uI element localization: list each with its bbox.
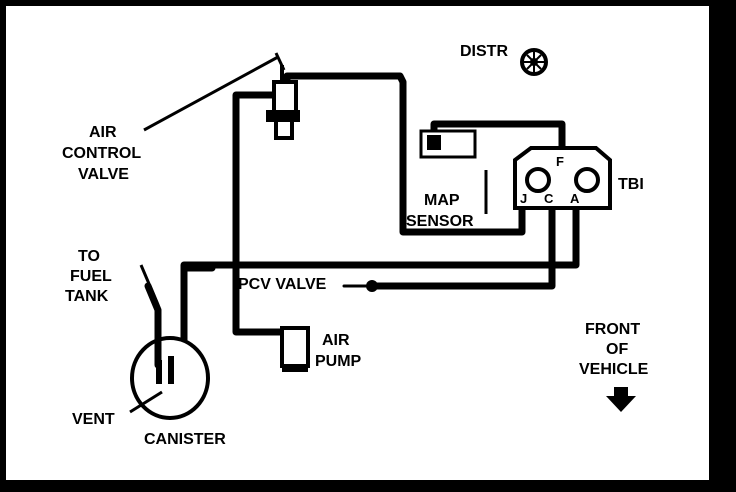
label-map-line2: SENSOR xyxy=(406,213,474,230)
hose-acv-to-air-pump xyxy=(232,91,286,336)
vent-leader xyxy=(129,390,163,414)
label-pcv-valve: PCV VALVE xyxy=(238,276,327,293)
label-canister: CANISTER xyxy=(144,431,226,448)
label-fuel-line2: FUEL xyxy=(70,268,112,285)
tbi-port-a: A xyxy=(570,191,580,206)
label-front-line3: VEHICLE xyxy=(579,361,649,378)
acv-leader xyxy=(143,55,279,132)
hose-tbi-c-to-pcv xyxy=(368,201,556,290)
label-map-line1: MAP xyxy=(424,192,460,209)
label-acv-line2: CONTROL xyxy=(62,145,141,162)
tbi-port-f: F xyxy=(556,154,564,169)
label-acv-line1: AIR xyxy=(89,124,117,141)
front-arrow-icon xyxy=(606,387,636,412)
label-air-pump-line2: PUMP xyxy=(315,353,362,370)
label-fuel-line3: TANK xyxy=(65,288,109,305)
distributor-icon xyxy=(520,48,548,76)
label-front-line2: OF xyxy=(606,341,628,358)
drawing-area xyxy=(6,6,709,480)
map-sensor xyxy=(419,129,477,159)
label-vent: VENT xyxy=(72,411,115,428)
tbi-port-j: J xyxy=(520,191,527,206)
label-air-pump-line1: AIR xyxy=(322,332,350,349)
air-pump xyxy=(280,326,310,372)
label-acv-line3: VALVE xyxy=(78,166,129,183)
fuel-tank-leader xyxy=(139,264,160,306)
tbi-port-c: C xyxy=(544,191,554,206)
hose-acv-to-tbi-j xyxy=(283,72,526,236)
hose-to-fuel-tank xyxy=(144,282,162,369)
label-distributor: DISTR xyxy=(460,43,508,60)
tbi-unit xyxy=(513,146,612,210)
pcv-valve xyxy=(366,280,378,292)
hose-tbi-a-to-canister xyxy=(180,201,580,384)
charcoal-canister xyxy=(130,336,210,420)
label-tbi: TBI xyxy=(618,176,644,193)
label-fuel-line1: TO xyxy=(78,248,100,265)
label-front-line1: FRONT xyxy=(585,321,640,338)
